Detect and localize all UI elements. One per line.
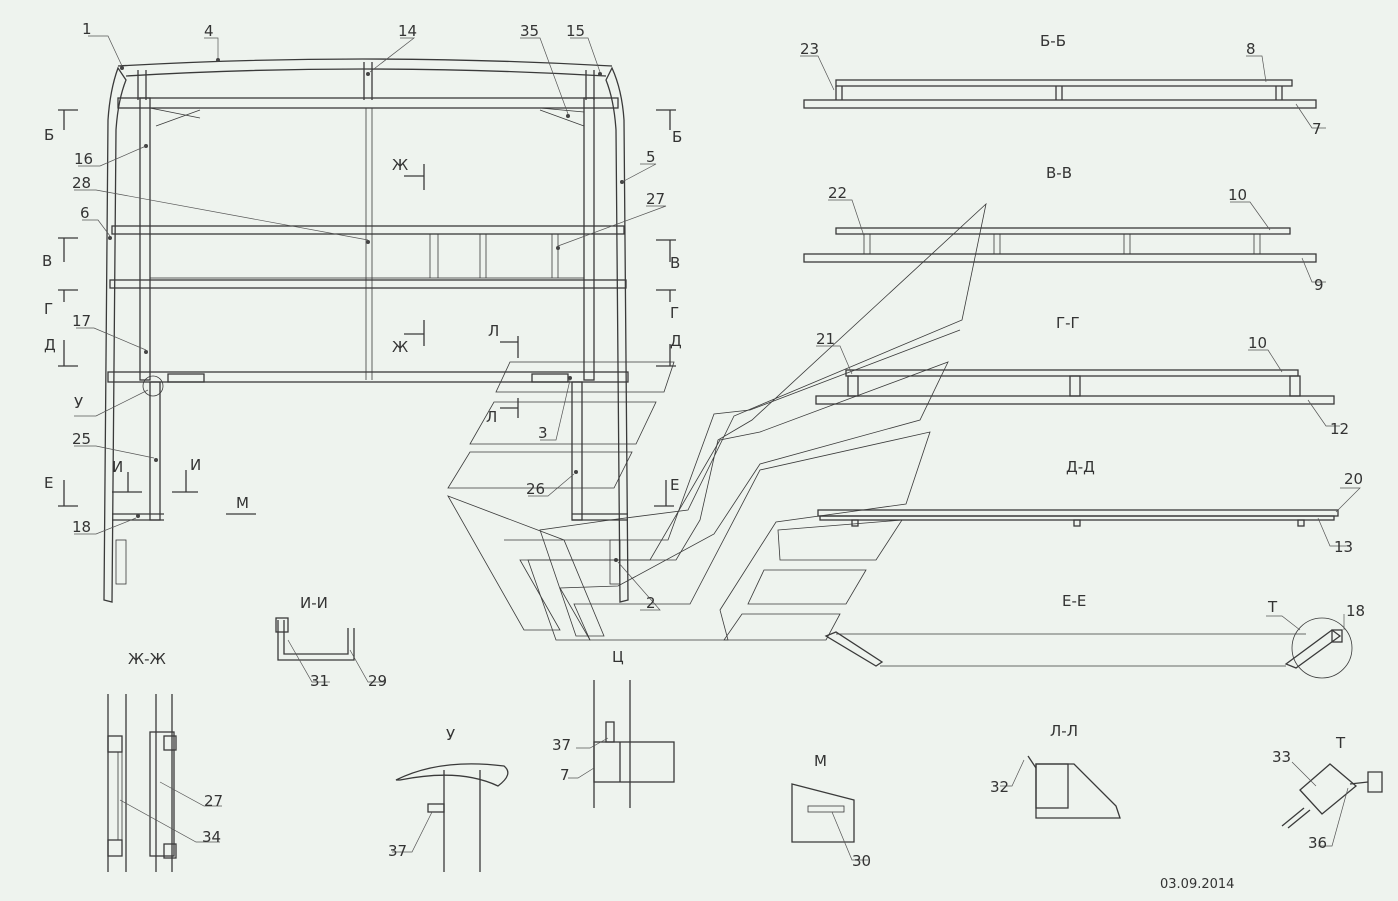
main-view-labels: 1 4 14 35 15 16 28 5 6 27 17 25 18 3 26 … xyxy=(72,20,665,612)
part-number-29: 29 xyxy=(368,672,387,690)
section-dd: Д-Д 20 13 xyxy=(817,458,1363,556)
part-number-36: 36 xyxy=(1308,834,1327,852)
part-number-7: 7 xyxy=(1312,120,1322,138)
part-number-33: 33 xyxy=(1272,748,1291,766)
part-number-13: 13 xyxy=(1334,538,1353,556)
part-number-26: 26 xyxy=(526,480,545,498)
section-vv: В-В 22 10 9 xyxy=(803,164,1326,294)
svg-text:Л: Л xyxy=(486,408,497,426)
part-number-30: 30 xyxy=(852,852,871,870)
part-number-16: 16 xyxy=(74,150,93,168)
section-m: М 30 xyxy=(791,752,871,870)
part-number-10: 10 xyxy=(1228,186,1247,204)
svg-text:И: И xyxy=(112,458,123,476)
svg-text:Ж: Ж xyxy=(392,338,408,356)
svg-text:Е: Е xyxy=(44,474,53,492)
svg-text:Е: Е xyxy=(670,476,679,494)
svg-text:Б: Б xyxy=(44,126,54,144)
part-number-18: 18 xyxy=(72,518,91,536)
part-number-17: 17 xyxy=(72,312,91,330)
section-title-bb: Б-Б xyxy=(1040,32,1066,50)
part-number-23: 23 xyxy=(800,40,819,58)
part-number-31: 31 xyxy=(310,672,329,690)
part-number-14: 14 xyxy=(398,22,417,40)
section-title-t1: Т xyxy=(1267,598,1278,616)
svg-text:Г: Г xyxy=(670,304,679,322)
part-number-12: 12 xyxy=(1330,420,1349,438)
svg-text:Б: Б xyxy=(672,128,682,146)
part-number-6: 6 xyxy=(80,204,90,222)
svg-text:Г: Г xyxy=(44,300,53,318)
svg-text:В: В xyxy=(42,252,52,270)
section-title-dd: Д-Д xyxy=(1066,458,1095,476)
section-zhzh: Ж-Ж 27 34 xyxy=(107,650,223,872)
part-number-35: 35 xyxy=(520,22,539,40)
part-number-3: 3 xyxy=(538,424,548,442)
section-gg: Г-Г 21 10 12 xyxy=(815,314,1349,438)
cut-markers: Б Б В В Г Г Д Д Е Е Ж Ж Л Л И И М У xyxy=(42,109,682,515)
section-title-t2: Т xyxy=(1335,734,1346,752)
main-view-leaders xyxy=(74,35,667,611)
section-u: У 37 xyxy=(388,726,509,872)
svg-text:В: В xyxy=(670,254,680,272)
part-number-28: 28 xyxy=(72,174,91,192)
svg-text:Д: Д xyxy=(44,336,56,354)
part-number-15: 15 xyxy=(566,22,585,40)
section-title-ts: Ц xyxy=(612,648,624,666)
svg-text:Д: Д xyxy=(670,332,682,350)
section-title-vv: В-В xyxy=(1046,164,1072,182)
section-t: Т 33 36 xyxy=(1272,734,1383,852)
part-number-7b: 7 xyxy=(560,766,570,784)
svg-text:И: И xyxy=(190,456,201,474)
section-ts: Ц 37 7 xyxy=(552,648,675,808)
part-number-10b: 10 xyxy=(1248,334,1267,352)
part-number-2: 2 xyxy=(646,594,656,612)
part-number-32: 32 xyxy=(990,778,1009,796)
part-number-9: 9 xyxy=(1314,276,1324,294)
section-title-ii: И-И xyxy=(300,594,328,612)
section-title-m: М xyxy=(814,752,827,770)
part-number-22: 22 xyxy=(828,184,847,202)
svg-text:Л: Л xyxy=(488,322,499,340)
part-number-18b: 18 xyxy=(1346,602,1365,620)
svg-text:М: М xyxy=(236,494,249,512)
section-ll: Л-Л 32 xyxy=(990,722,1121,819)
svg-text:У: У xyxy=(74,394,83,412)
section-ii: И-И 31 29 xyxy=(275,594,387,690)
section-title-u: У xyxy=(446,726,455,744)
part-number-34: 34 xyxy=(202,828,221,846)
part-number-37b: 37 xyxy=(552,736,571,754)
drawing-date: 03.09.2014 xyxy=(1160,877,1234,892)
section-title-zhzh: Ж-Ж xyxy=(128,650,166,668)
section-title-ee: Е-Е xyxy=(1062,592,1086,610)
main-frame-view xyxy=(103,58,629,603)
exploded-panels xyxy=(447,202,987,641)
section-title-ll: Л-Л xyxy=(1050,722,1078,740)
part-number-20: 20 xyxy=(1344,470,1363,488)
section-bb: Б-Б 23 8 7 xyxy=(800,32,1326,138)
part-number-4: 4 xyxy=(204,22,214,40)
part-number-27: 27 xyxy=(646,190,665,208)
part-number-25: 25 xyxy=(72,430,91,448)
part-number-5: 5 xyxy=(646,148,656,166)
section-title-gg: Г-Г xyxy=(1056,314,1080,332)
section-ee: Е-Е Т 18 xyxy=(824,592,1365,679)
part-number-27b: 27 xyxy=(204,792,223,810)
part-number-8: 8 xyxy=(1246,40,1256,58)
part-number-37: 37 xyxy=(388,842,407,860)
svg-text:Ж: Ж xyxy=(392,156,408,174)
part-number-1: 1 xyxy=(82,20,92,38)
part-number-21: 21 xyxy=(816,330,835,348)
